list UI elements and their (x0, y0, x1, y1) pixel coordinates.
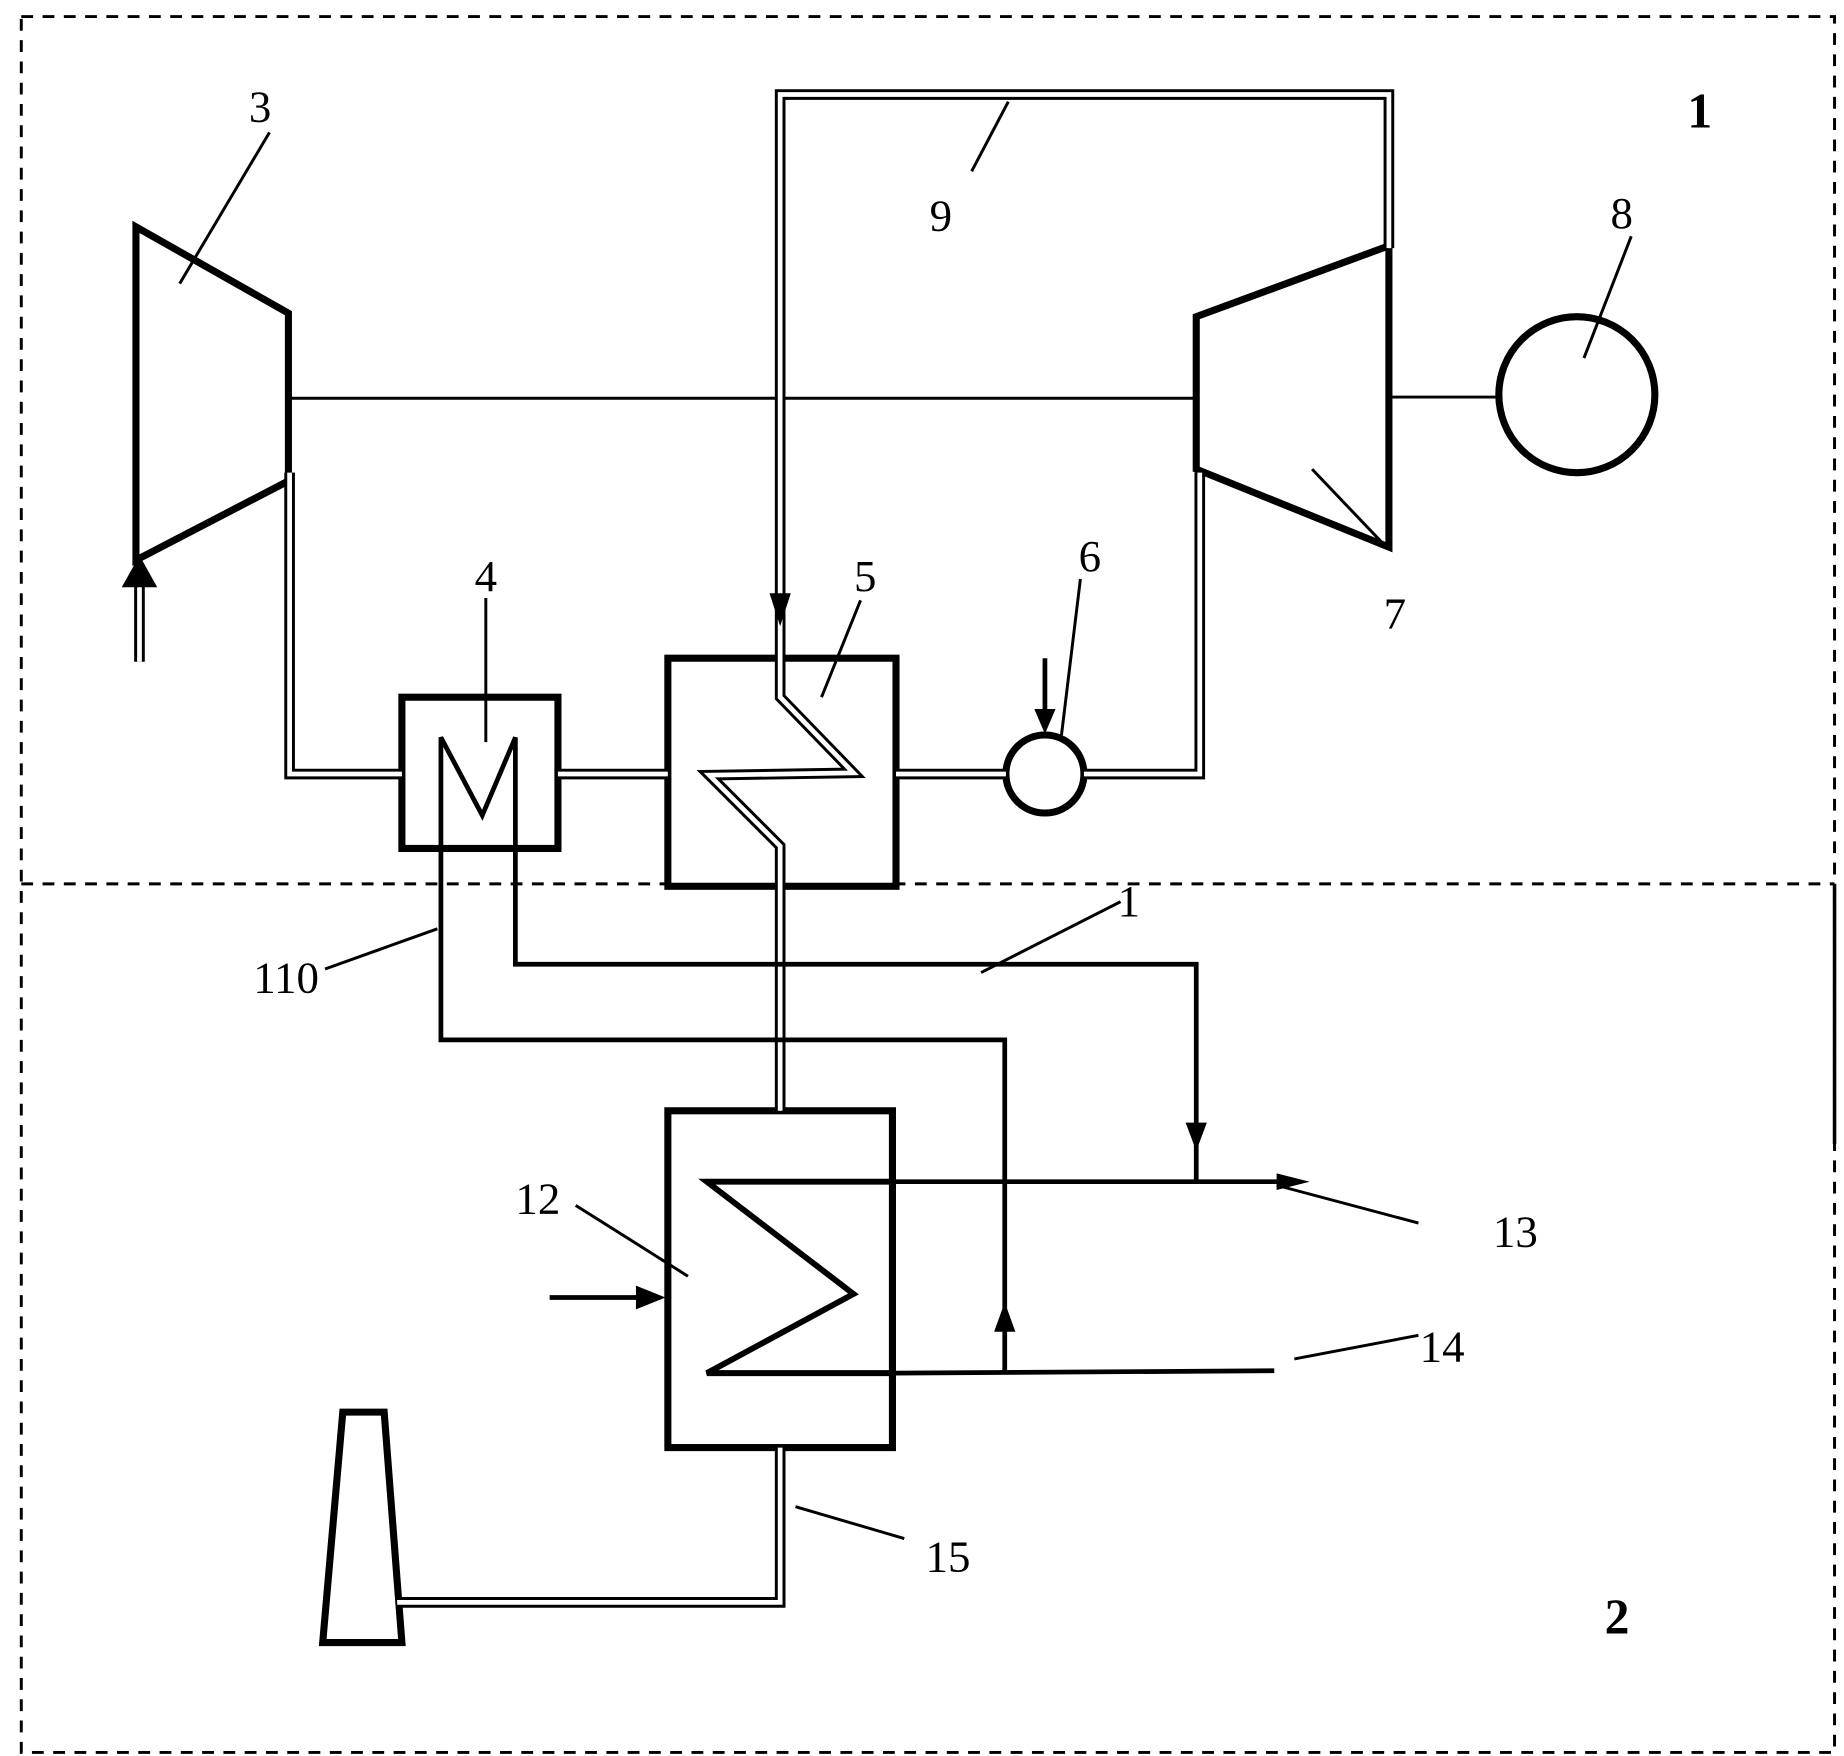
leader-8 (1582, 235, 1633, 359)
pipe-9 (696, 89, 1395, 1111)
label-turbine: 7 (1384, 589, 1406, 639)
arrow-pipe-9-down-icon (769, 593, 791, 627)
leader-7 (1311, 468, 1385, 545)
label-line-110: 110 (253, 953, 319, 1003)
arrow-line-110-up-icon (994, 1302, 1016, 1332)
leader-14 (1294, 1333, 1419, 1361)
combustor (1002, 731, 1088, 817)
line-110 (438, 848, 1008, 1374)
label-exchanger-m: 4 (475, 551, 497, 601)
label-flue-15: 15 (926, 1532, 971, 1582)
leader-15 (795, 1505, 905, 1540)
leader-13 (1276, 1183, 1419, 1225)
label-compressor: 3 (249, 82, 271, 132)
region-label-bottom: 2 (1605, 1589, 1630, 1644)
arrow-line-1-down-icon (1185, 1122, 1207, 1151)
label-inlet-14: 14 (1420, 1321, 1465, 1371)
exchanger-m-box (398, 693, 562, 853)
heater-coil (698, 1178, 893, 1377)
label-pipe-9: 9 (930, 190, 952, 240)
leader-5 (820, 599, 862, 698)
leader-9 (970, 100, 1010, 173)
inlet-line-14 (892, 1368, 1275, 1376)
chimney (318, 1408, 406, 1647)
leader-12 (574, 1204, 689, 1278)
label-exchanger-coil: 5 (854, 551, 876, 601)
heater-box (664, 1107, 896, 1452)
compressor-outlet-pipe (284, 472, 402, 780)
exchanger-m-coil (438, 736, 518, 849)
leader-6 (1060, 578, 1082, 736)
leader-3 (178, 131, 271, 285)
label-combustor: 6 (1079, 531, 1101, 581)
arrow-combustor-inlet-icon (1034, 709, 1056, 734)
label-outlet-13: 13 (1493, 1207, 1538, 1257)
pipe-6-to-7 (1083, 472, 1206, 780)
label-generator: 8 (1611, 188, 1633, 238)
arrow-compressor-inlet-icon (121, 555, 158, 588)
leader-110 (324, 927, 438, 971)
compressor (132, 220, 292, 566)
arrow-outlet-13-icon (1276, 1173, 1310, 1190)
label-line-1: 1 (1118, 876, 1140, 926)
leader-1 (980, 900, 1122, 974)
line-1 (513, 848, 1199, 1182)
region-label-top: 1 (1687, 84, 1712, 139)
label-heater: 12 (515, 1174, 560, 1224)
generator (1495, 313, 1659, 477)
flue-pipe-15 (397, 1447, 786, 1608)
arrow-heater-inlet-icon (635, 1285, 666, 1310)
turbine (1192, 240, 1393, 553)
